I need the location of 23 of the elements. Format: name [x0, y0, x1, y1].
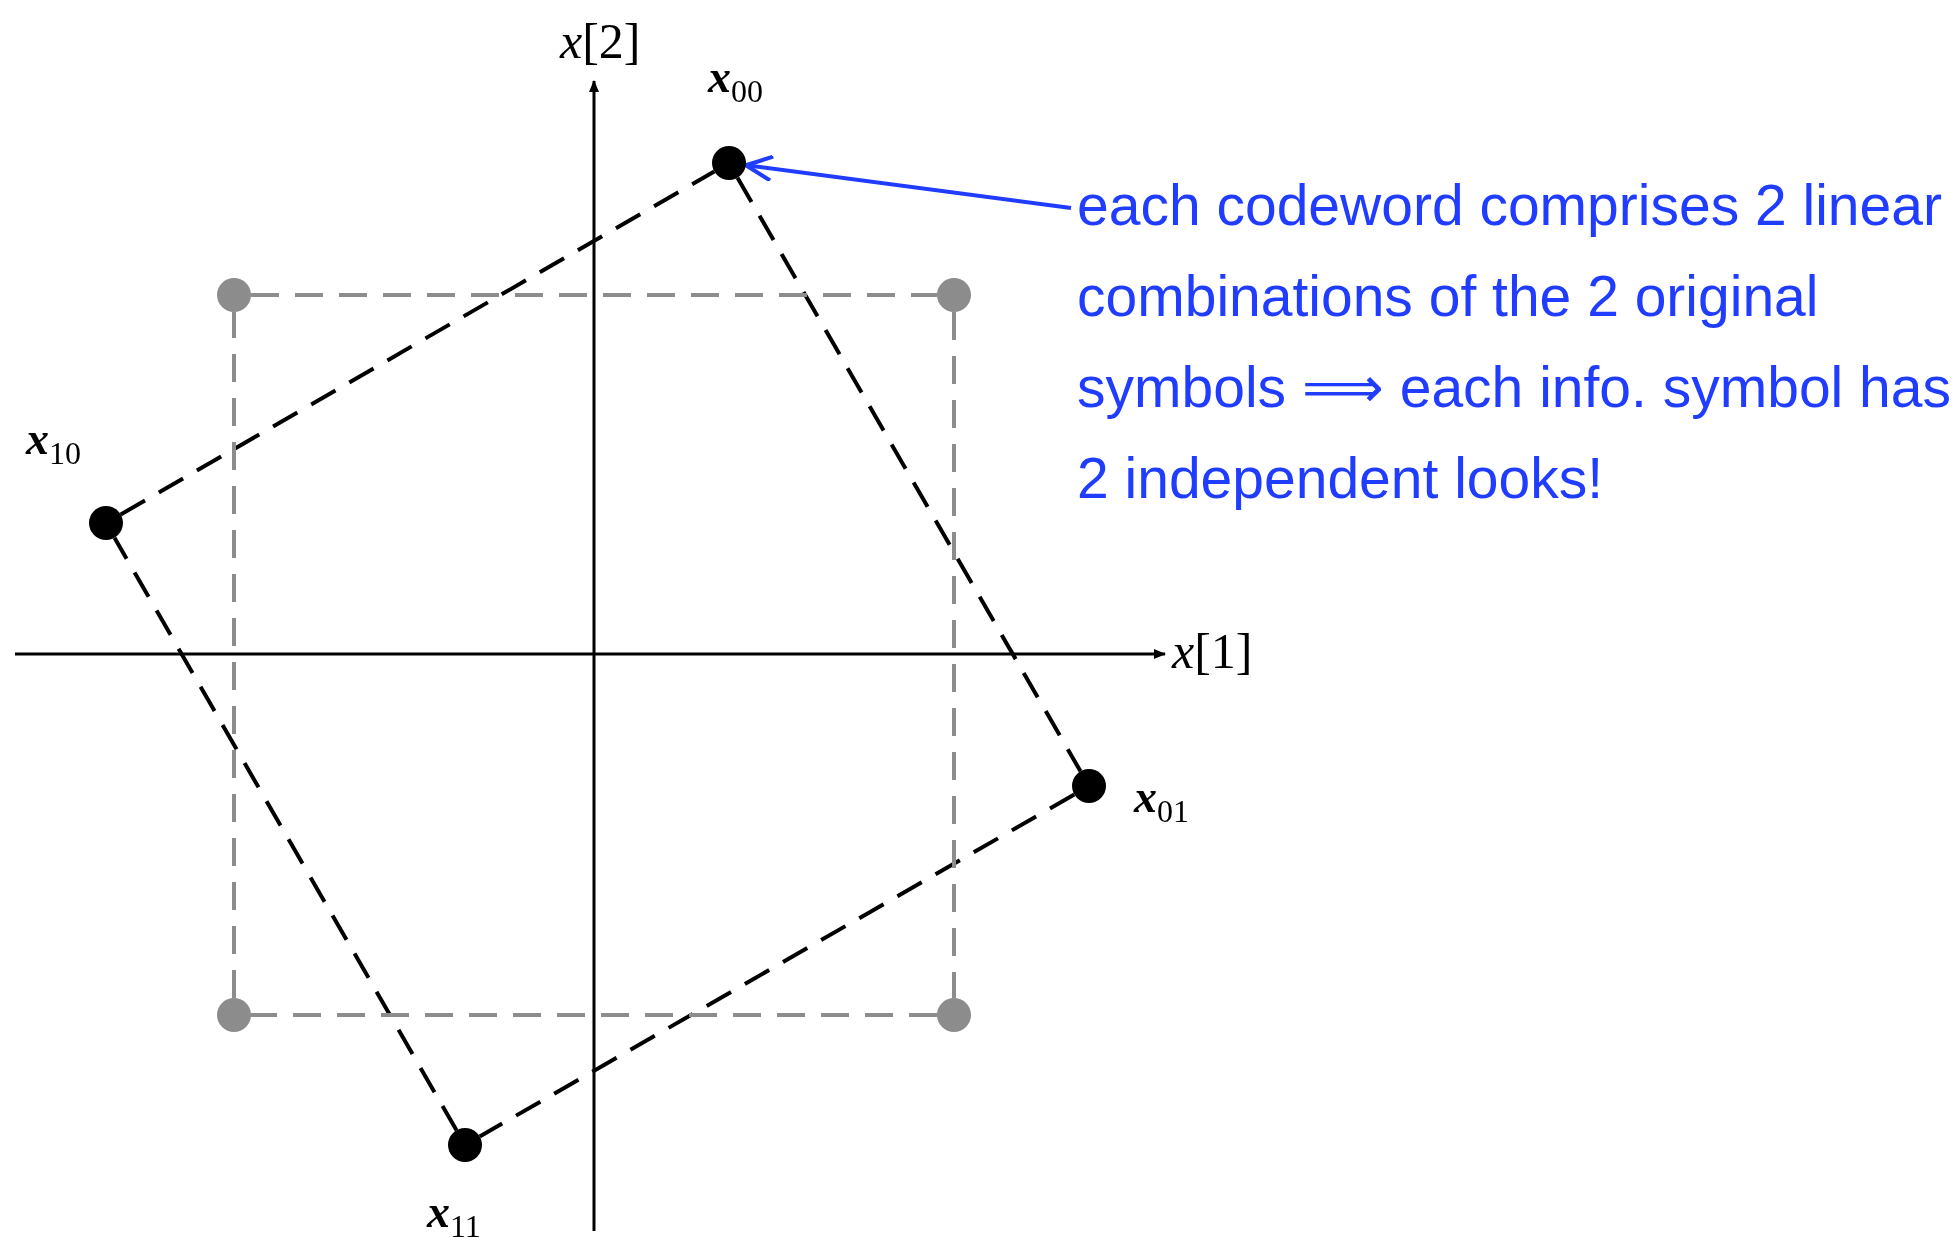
- point-label: x$_{11}$: [427, 1185, 481, 1242]
- constellation-point: [937, 998, 971, 1032]
- dashed-line: [119, 169, 716, 517]
- point-label: x$_{00}$: [708, 50, 763, 111]
- dashed-line: [112, 536, 459, 1132]
- constellation-point: [1072, 769, 1106, 803]
- axis-label: x[2]: [560, 12, 641, 70]
- point-label: x$_{10}$: [26, 412, 81, 473]
- constellation-point: [712, 146, 746, 180]
- dashed-line: [952, 312, 956, 998]
- dashed-line: [251, 1013, 937, 1017]
- constellation-point: [217, 998, 251, 1032]
- axis-label: x[1]: [1172, 622, 1253, 680]
- constellation-point: [448, 1128, 482, 1162]
- point-label: x$_{01}$: [1134, 770, 1189, 831]
- constellation-point: [937, 278, 971, 312]
- dashed-line: [735, 176, 1083, 773]
- dashed-line: [478, 792, 1076, 1139]
- dashed-line: [232, 312, 236, 998]
- constellation-point: [217, 278, 251, 312]
- constellation-point: [89, 506, 123, 540]
- annotation-text: each codeword comprises 2 linear combinations of the 2 original symbols ⟹ each info. symbol has 2 independent looks!: [1077, 160, 1957, 524]
- dashed-line: [251, 293, 937, 297]
